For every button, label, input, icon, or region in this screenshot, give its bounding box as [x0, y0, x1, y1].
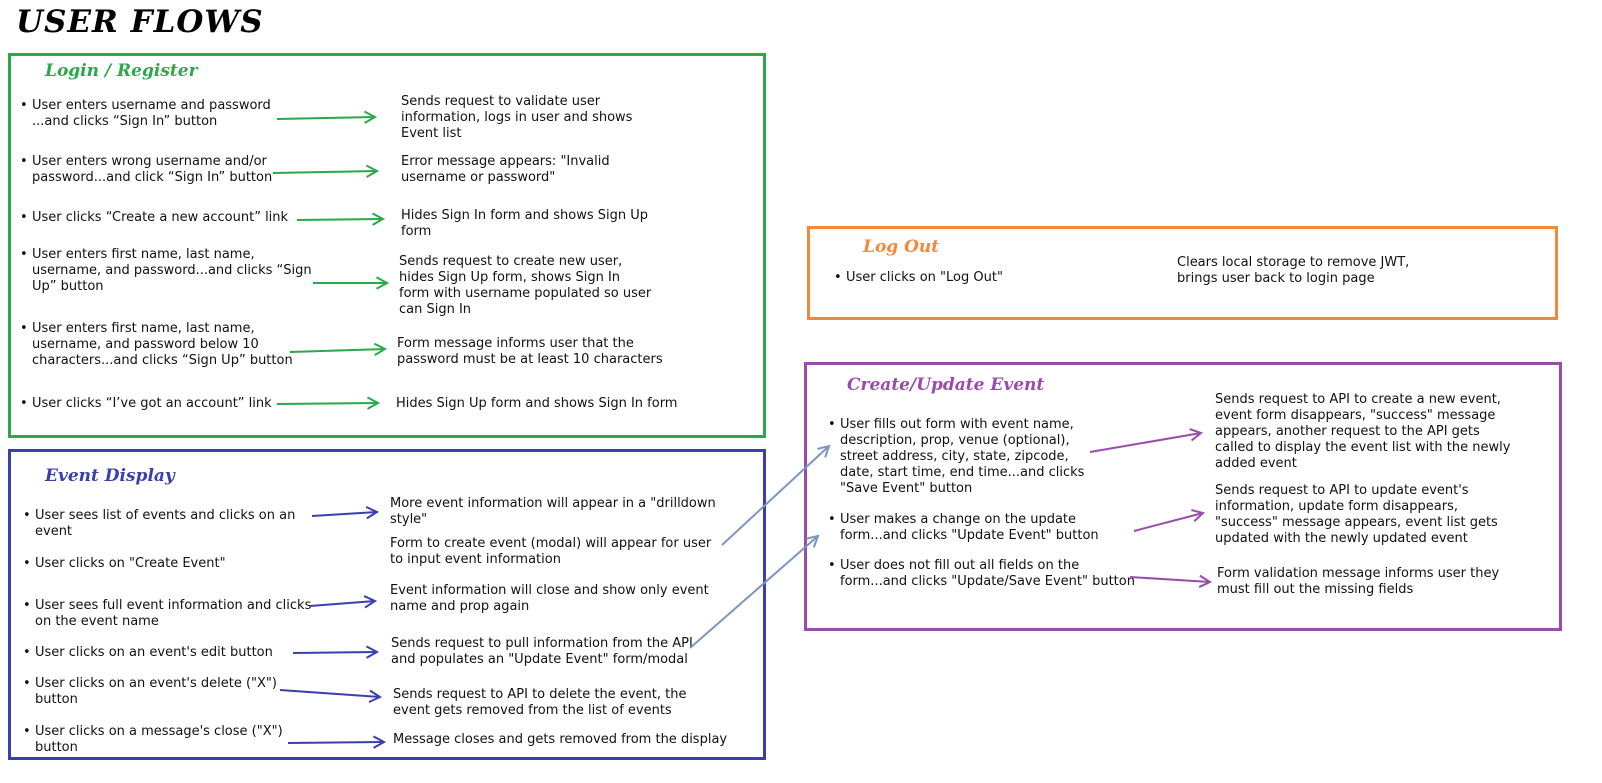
- event-result-1: More event information will appear in a …: [390, 496, 716, 527]
- event-result-5: Sends request to API to delete the event…: [393, 687, 687, 718]
- login-step-6: •User clicks “I’ve got an account” link: [20, 396, 272, 411]
- login-result-2: Error message appears: "Invalid username…: [401, 154, 610, 185]
- panel-title-login: Login / Register: [45, 61, 198, 81]
- panel-title-log-out: Log Out: [863, 237, 940, 257]
- bullet: •: [20, 98, 28, 113]
- create-step-1: •User fills out form with event name, de…: [828, 417, 1085, 496]
- login-step-2: •User enters wrong username and/or passw…: [20, 154, 273, 185]
- event-step-4: •User clicks on an event's edit button: [23, 645, 273, 660]
- update-step-2: •User makes a change on the update form.…: [828, 512, 1099, 543]
- event-step-2: •User clicks on "Create Event": [23, 556, 226, 571]
- event-result-6: Message closes and gets removed from the…: [393, 732, 728, 747]
- event-step-5: •User clicks on an event's delete ("X") …: [23, 676, 277, 707]
- login-step-4: •User enters first name, last name, user…: [20, 247, 312, 294]
- login-result-5: Form message informs user that the passw…: [397, 336, 663, 367]
- login-result-1: Sends request to validate user informati…: [401, 94, 633, 141]
- event-result-4: Sends request to pull information from t…: [391, 636, 693, 667]
- event-step-1: •User sees list of events and clicks on …: [23, 508, 296, 539]
- event-result-3: Event information will close and show on…: [390, 583, 709, 614]
- event-step-3: •User sees full event information and cl…: [23, 598, 312, 629]
- login-step-3: •User clicks “Create a new account” link: [20, 210, 289, 225]
- validation-result-3: Form validation message informs user the…: [1217, 566, 1500, 597]
- login-step-1: •User enters username and password ...an…: [20, 98, 271, 129]
- login-result-6: Hides Sign Up form and shows Sign In for…: [396, 396, 678, 411]
- create-result-1: Sends request to API to create a new eve…: [1215, 392, 1511, 471]
- page-title: USER FLOWS: [16, 4, 264, 40]
- panel-title-create-update: Create/Update Event: [847, 375, 1045, 395]
- logout-result-1: Clears local storage to remove JWT, brin…: [1177, 255, 1410, 286]
- login-result-3: Hides Sign In form and shows Sign Up for…: [401, 208, 649, 239]
- login-step-5: •User enters first name, last name, user…: [20, 321, 293, 368]
- logout-step-1: •User clicks on "Log Out": [834, 270, 1003, 285]
- validation-step-3: •User does not fill out all fields on th…: [828, 558, 1135, 589]
- panel-title-event-display: Event Display: [45, 466, 175, 486]
- event-result-2: Form to create event (modal) will appear…: [390, 536, 712, 567]
- event-step-6: •User clicks on a message's close ("X") …: [23, 724, 283, 755]
- login-result-4: Sends request to create new user, hides …: [399, 254, 652, 317]
- login-register-panel: [8, 53, 766, 438]
- log-out-panel: [807, 226, 1558, 320]
- update-result-2: Sends request to API to update event's i…: [1215, 483, 1498, 546]
